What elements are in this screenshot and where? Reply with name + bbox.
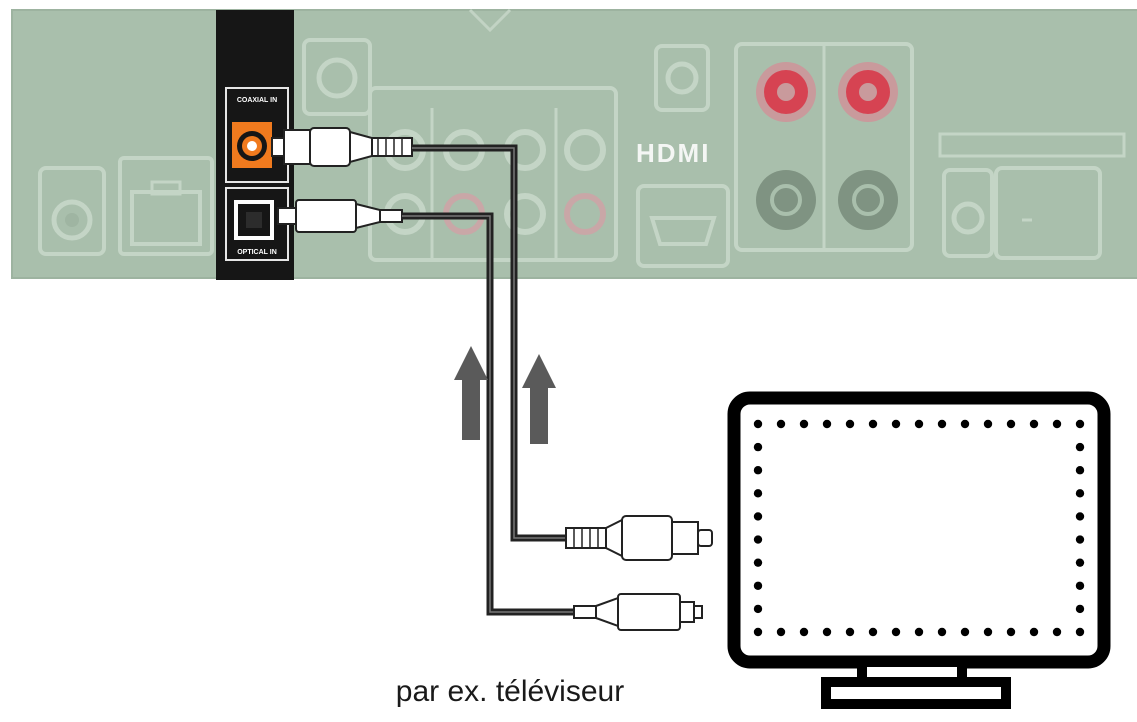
tv-screen-dot [868, 627, 878, 637]
hdmi-logo-text: HDMI [636, 138, 710, 168]
tv-screen-dot [753, 627, 763, 637]
tv-screen-dot [753, 419, 763, 429]
tv-screen-dot [845, 419, 855, 429]
tv-screen-dot [868, 419, 878, 429]
tv-screen-dot [753, 512, 763, 521]
optical-cable-icon [277, 199, 703, 631]
tv-screen-dot [1052, 419, 1062, 429]
tv-screen-dot [753, 581, 763, 590]
tv-screen-dot [983, 627, 993, 637]
tv-screen-dot [1029, 419, 1039, 429]
tv-screen-dot [1029, 627, 1039, 637]
tv-screen-dot [891, 419, 901, 429]
tv-screen-dot [1006, 627, 1016, 637]
tv-screen-dot [983, 419, 993, 429]
tv-screen-dot [753, 466, 763, 475]
coaxial-cable-icon [271, 127, 713, 561]
tv-screen-dot [1075, 535, 1085, 544]
up-arrow-icon [454, 346, 488, 440]
tv-screen-dot [1075, 419, 1085, 429]
tv-screen-dot [914, 419, 924, 429]
device-rear-panel: COAXIAL IN OPTICAL IN [11, 8, 1137, 280]
coaxial-jack [232, 122, 272, 168]
tv-screen-dot [914, 627, 924, 637]
tv-screen-dot [1075, 466, 1085, 475]
tv-screen-dot [799, 627, 809, 637]
optical-jack [234, 200, 274, 240]
tv-screen-dot [753, 535, 763, 544]
tv-screen-dot [822, 627, 832, 637]
tv-screen-dot [753, 604, 763, 614]
tv-screen-dot [753, 442, 763, 452]
optical-in-label: OPTICAL IN [237, 249, 277, 256]
speaker-terminals [734, 42, 914, 252]
tv-screen-dots [753, 419, 1085, 637]
faded-connectors-right [938, 132, 1126, 260]
tv-screen-dot [1075, 558, 1085, 567]
tv-screen-dot [1075, 442, 1085, 452]
tv-screen-dot [753, 489, 763, 498]
tv-screen-dot [1075, 604, 1085, 614]
tv-screen-dot [1075, 627, 1085, 637]
tv-screen-dot [960, 419, 970, 429]
tv-screen-dot [1075, 489, 1085, 498]
tv-icon [727, 391, 1111, 709]
tv-screen-dot [799, 419, 809, 429]
tv-caption: par ex. téléviseur [395, 675, 625, 708]
tv-screen-dot [1052, 627, 1062, 637]
tv-screen-dot [891, 627, 901, 637]
tv-screen-dot [845, 627, 855, 637]
tv-screen-dot [937, 627, 947, 637]
up-arrow-icon [522, 354, 556, 444]
tv-screen-dot [1075, 512, 1085, 521]
coaxial-in-label: COAXIAL IN [237, 97, 277, 104]
tv-screen-dot [753, 558, 763, 567]
antenna-connector-left [38, 166, 106, 256]
tv-screen-dot [776, 627, 786, 637]
tv-screen-dot [822, 419, 832, 429]
hdmi-port: HDMI [636, 44, 730, 268]
tv-screen-dot [1075, 581, 1085, 590]
tv-screen-dot [776, 419, 786, 429]
tv-screen-dot [1006, 419, 1016, 429]
tv-screen-dot [937, 419, 947, 429]
tv-screen-dot [960, 627, 970, 637]
ethernet-port [118, 156, 214, 256]
